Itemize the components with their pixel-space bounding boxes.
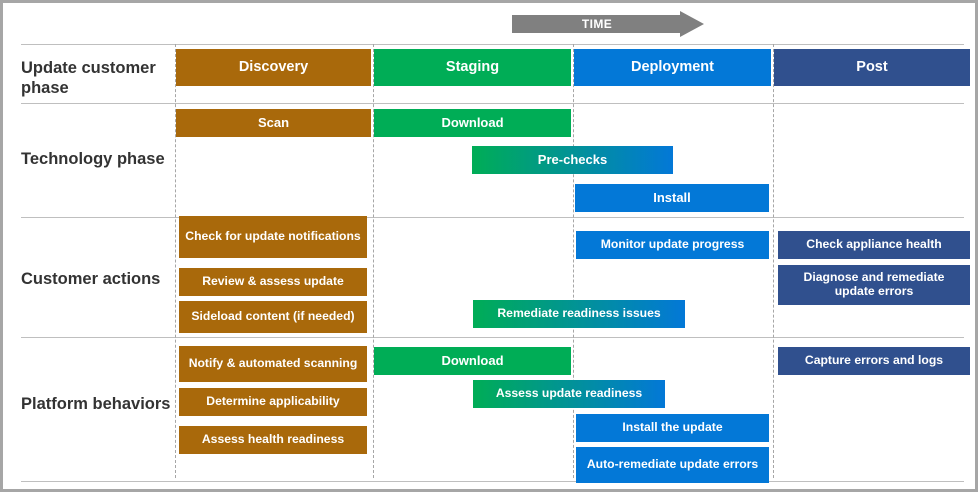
platform-behavior-notify-automated-scanning[interactable]: Notify & automated scanning <box>179 346 367 382</box>
platform-behavior-install-the-update[interactable]: Install the update <box>576 414 769 442</box>
right-arrow-icon <box>512 11 704 37</box>
grid-vrule-discovery-start <box>175 44 176 478</box>
row-label-platform-behaviors: Platform behaviors <box>21 395 171 413</box>
grid-hrule-top <box>21 44 964 45</box>
tech-bar-install[interactable]: Install <box>575 184 769 212</box>
grid-vrule-staging-start <box>373 44 374 478</box>
time-arrow: TIME <box>512 11 704 37</box>
platform-behavior-assess-health-readiness[interactable]: Assess health readiness <box>179 426 367 454</box>
grid-vrule-post-start <box>773 44 774 478</box>
time-label: TIME <box>581 17 613 31</box>
customer-action-sideload-content[interactable]: Sideload content (if needed) <box>179 301 367 333</box>
phase-bar-post[interactable]: Post <box>774 49 970 86</box>
grid-hrule-bottom <box>21 481 964 482</box>
platform-behavior-download[interactable]: Download <box>374 347 571 375</box>
grid-hrule-row1 <box>21 103 964 104</box>
platform-behavior-capture-errors-and-logs[interactable]: Capture errors and logs <box>778 347 970 375</box>
platform-behavior-determine-applicability[interactable]: Determine applicability <box>179 388 367 416</box>
phase-bar-deployment[interactable]: Deployment <box>574 49 771 86</box>
customer-action-check-appliance-health[interactable]: Check appliance health <box>778 231 970 259</box>
row-label-update-customer-phase: Update customer phase <box>21 59 156 98</box>
customer-action-monitor-update-progress[interactable]: Monitor update progress <box>576 231 769 259</box>
customer-action-remediate-readiness-issues[interactable]: Remediate readiness issues <box>473 300 685 328</box>
row-label-technology-phase: Technology phase <box>21 150 165 168</box>
customer-action-check-for-update-notifications[interactable]: Check for update notifications <box>179 216 367 258</box>
grid-vrule-deployment-start <box>573 44 574 478</box>
grid-hrule-row2 <box>21 217 964 218</box>
tech-bar-pre-checks[interactable]: Pre-checks <box>472 146 673 174</box>
row-label-customer-actions: Customer actions <box>21 270 161 288</box>
tech-bar-scan[interactable]: Scan <box>176 109 371 137</box>
grid-hrule-row3 <box>21 337 964 338</box>
platform-behavior-auto-remediate-update-errors[interactable]: Auto-remediate update errors <box>576 447 769 483</box>
tech-bar-download[interactable]: Download <box>374 109 571 137</box>
phase-bar-staging[interactable]: Staging <box>374 49 571 86</box>
phase-bar-discovery[interactable]: Discovery <box>176 49 371 86</box>
platform-behavior-assess-update-readiness[interactable]: Assess update readiness <box>473 380 665 408</box>
customer-action-review-assess-update[interactable]: Review & assess update <box>179 268 367 296</box>
customer-action-diagnose-and-remediate-update-errors[interactable]: Diagnose and remediate update errors <box>778 265 970 305</box>
